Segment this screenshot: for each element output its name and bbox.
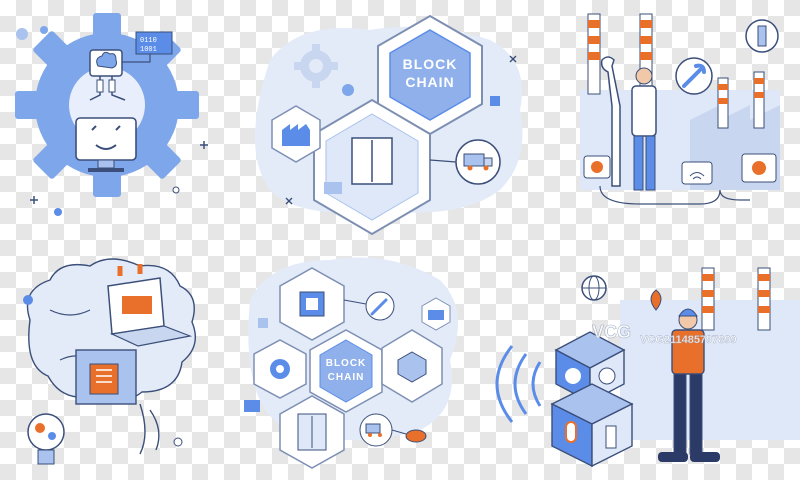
truck-icon <box>463 153 493 171</box>
gauge-icon <box>598 367 616 385</box>
gear-robot-illustration: 0110 1001 <box>15 13 208 216</box>
brain-laptop-illustration <box>23 258 196 465</box>
hex-label-top-line2: CHAIN <box>405 74 454 90</box>
blockchain-top-illustration: BLOCK CHAIN <box>255 14 523 236</box>
hex-label-bottom-line2: CHAIN <box>328 372 365 383</box>
watermark-brand: VCG <box>592 322 631 342</box>
gear-icon <box>294 44 338 88</box>
watermark: VCG VCG211485797899 <box>592 322 737 347</box>
binary-tag <box>135 31 173 55</box>
lightbulb-icon <box>27 413 65 465</box>
location-pin-icon <box>650 289 662 311</box>
wifi-waves-icon <box>495 345 542 423</box>
worker-cubes-illustration <box>495 267 800 468</box>
factory-engineer-illustration <box>580 13 780 205</box>
hex-label-top-line1: BLOCK <box>403 56 458 72</box>
chimney-icon-bottom <box>701 267 771 331</box>
factory-icon-small <box>428 310 444 320</box>
gear-icon-cube <box>565 368 581 384</box>
thermometer-icon <box>565 421 577 443</box>
svg-text:0110: 0110 <box>140 37 157 45</box>
nut-icon <box>397 351 427 383</box>
hex-label-bottom-line1: BLOCK <box>326 358 367 369</box>
blockchain-bottom-illustration: BLOCK CHAIN <box>244 257 458 469</box>
big-wrench-icon <box>600 56 621 187</box>
factory-icon-tiny <box>244 400 260 412</box>
factory-icon <box>282 124 310 146</box>
coin-icon <box>405 429 427 443</box>
screw-icon-cube <box>605 425 617 449</box>
svg-text:1001: 1001 <box>140 46 157 54</box>
monitor-face-icon <box>75 117 137 161</box>
watermark-code: VCG211485797899 <box>640 334 737 346</box>
